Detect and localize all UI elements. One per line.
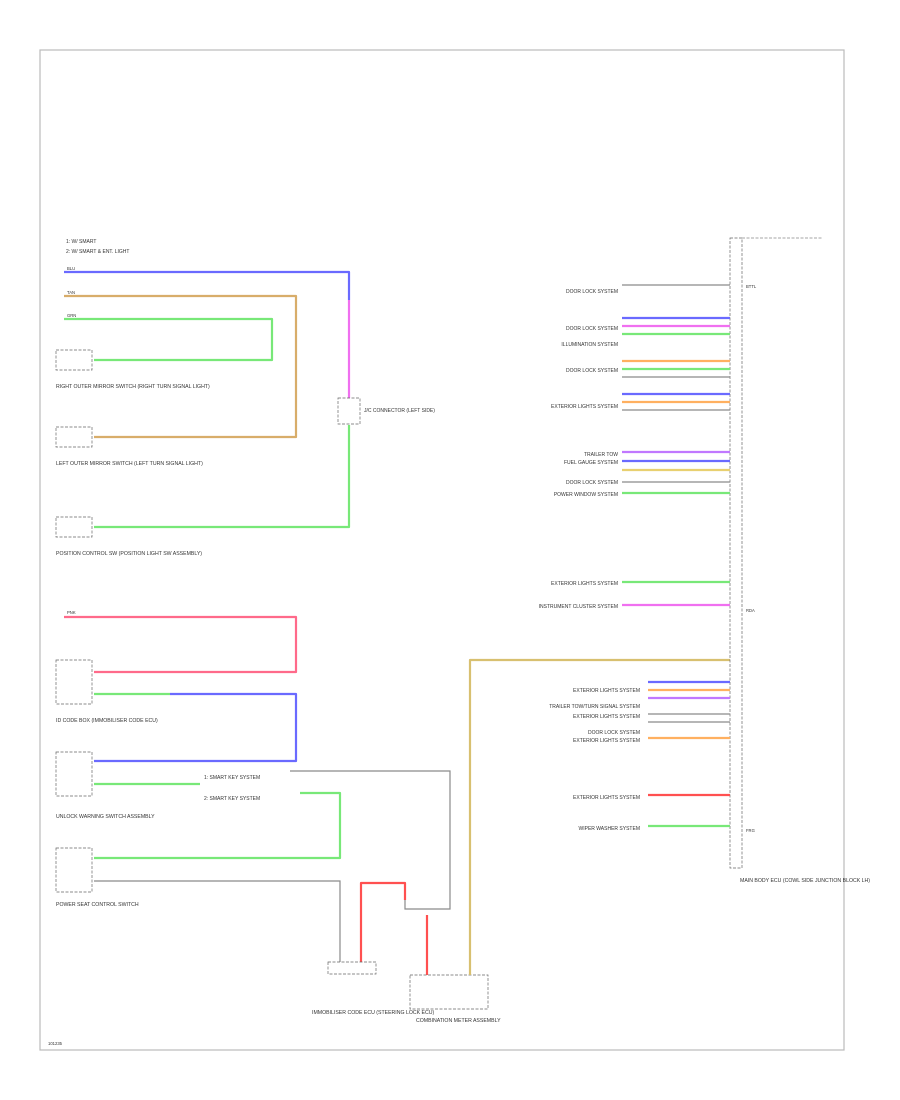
pin-label-middle: RDA [746, 608, 755, 613]
right-label-5: EXTERIOR LIGHTS SYSTEM [551, 404, 618, 410]
right-label-group: DOOR LOCK SYSTEM DOOR LOCK SYSTEM ILLUMI… [539, 289, 640, 832]
right-label-1: DOOR LOCK SYSTEM [566, 289, 618, 295]
position-sw-label: POSITION CONTROL SW (POSITION LIGHT SW A… [56, 551, 202, 557]
wire-yellow-long [468, 658, 736, 975]
wire-blue-mid [94, 692, 298, 763]
wire-pink [64, 615, 298, 674]
wire-code-pnk: PNK [67, 610, 76, 615]
wire-code-grn: GRN [67, 313, 76, 318]
unlock-warning-label: UNLOCK WARNING SWITCH ASSEMBLY [56, 814, 155, 820]
wire-tan [64, 294, 298, 439]
jc-connector-box [337, 397, 361, 425]
diagram-frame [39, 49, 845, 1051]
id-code-label: ID CODE BOX (IMMOBILISER CODE ECU) [56, 718, 158, 724]
power-seat-box [55, 847, 93, 893]
right-label-10: EXTERIOR LIGHTS SYSTEM [551, 581, 618, 587]
right-label-6: TRAILER TOW [584, 452, 618, 458]
smart-key-2-label: 2: SMART KEY SYSTEM [204, 796, 260, 802]
legend-line-2: 2: W/ SMART & ENT. LIGHT [66, 249, 129, 255]
wire-gray-power-seat [94, 880, 341, 962]
right-mirror-switch-box [55, 349, 93, 371]
right-label-2: DOOR LOCK SYSTEM [566, 326, 618, 332]
wire-code-tan: TAN [67, 290, 75, 295]
right-label-15: DOOR LOCK SYSTEM [588, 730, 640, 736]
left-mirror-switch-label: LEFT OUTER MIRROR SWITCH (LEFT TURN SIGN… [56, 461, 203, 467]
steering-lock-box [327, 961, 377, 975]
wire-trunk-green [94, 425, 351, 529]
pin-label-bottom: FRG [746, 828, 755, 833]
power-seat-label: POWER SEAT CONTROL SWITCH [56, 902, 139, 908]
footer-code: 101235 [48, 1041, 63, 1046]
wire-blue-top [64, 270, 351, 300]
id-code-box [55, 659, 93, 705]
right-label-9: POWER WINDOW SYSTEM [554, 492, 618, 498]
body-ecu-box [729, 237, 743, 869]
right-label-14: EXTERIOR LIGHTS SYSTEM [573, 714, 640, 720]
wire-green-lower [94, 791, 342, 860]
legend-line-1: 1: W/ SMART [66, 239, 96, 245]
right-mirror-switch-label: RIGHT OUTER MIRROR SWITCH (RIGHT TURN SI… [56, 384, 210, 390]
right-label-4: DOOR LOCK SYSTEM [566, 368, 618, 374]
wire-red [359, 881, 407, 962]
steering-lock-label: IMMOBILISER CODE ECU (STEERING LOCK ECU) [312, 1010, 434, 1016]
unlock-warning-box [55, 751, 93, 797]
wire-code-blu: BLU [67, 266, 75, 271]
right-label-3: ILLUMINATION SYSTEM [561, 342, 618, 348]
combination-meter-box [409, 974, 489, 1010]
pin-label-top: BTTL [746, 284, 757, 289]
combination-meter-label: COMBINATION METER ASSEMBLY [416, 1018, 501, 1024]
position-sw-box [55, 516, 93, 538]
left-mirror-switch-box [55, 426, 93, 448]
right-wire-group [622, 284, 730, 828]
right-label-18: WIPER WASHER SYSTEM [579, 826, 641, 832]
right-label-13: TRAILER TOW/TURN SIGNAL SYSTEM [549, 704, 640, 710]
wire-gray-upper [290, 770, 451, 910]
right-label-11: INSTRUMENT CLUSTER SYSTEM [539, 604, 618, 610]
jc-connector-label: J/C CONNECTOR (LEFT SIDE) [364, 408, 435, 414]
smart-key-1-label: 1: SMART KEY SYSTEM [204, 775, 260, 781]
right-label-7: FUEL GAUGE SYSTEM [564, 460, 618, 466]
body-ecu-label: MAIN BODY ECU (COWL SIDE JUNCTION BLOCK … [740, 878, 870, 884]
right-label-12: EXTERIOR LIGHTS SYSTEM [573, 688, 640, 694]
right-label-16: EXTERIOR LIGHTS SYSTEM [573, 738, 640, 744]
right-label-17: EXTERIOR LIGHTS SYSTEM [573, 795, 640, 801]
right-label-8: DOOR LOCK SYSTEM [566, 480, 618, 486]
wire-green [64, 317, 274, 362]
